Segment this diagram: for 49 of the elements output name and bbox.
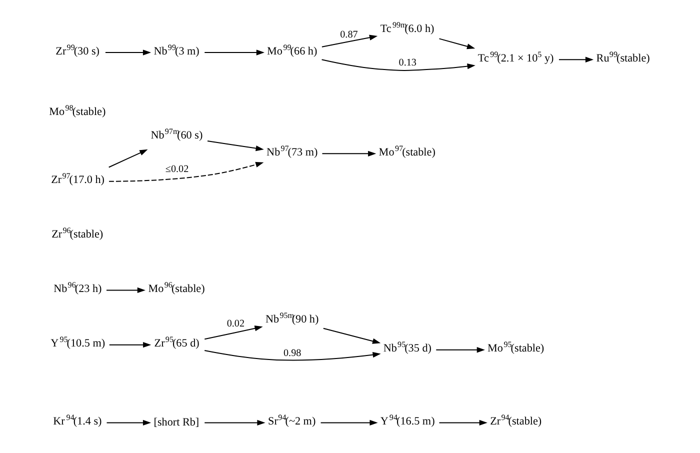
node-text: [short Rb] xyxy=(154,416,200,429)
node-text: Y$^{94}$(16.5 m) xyxy=(380,413,435,428)
node-text: Kr$^{94}$(1.4 s) xyxy=(53,413,102,428)
arrow xyxy=(322,150,376,157)
arrow xyxy=(558,56,594,62)
node-text: Tc$^{99}$(2.1 × 10$^{5}$ y) xyxy=(478,50,554,64)
arrow xyxy=(439,38,476,50)
node-text: Zr$^{95}$(65 d) xyxy=(154,335,200,350)
arrow xyxy=(436,347,485,353)
node-text: Ru$^{99}$(stable) xyxy=(596,50,650,64)
node-text: Nb$^{97}$(73 m) xyxy=(266,144,318,158)
arrow xyxy=(108,149,148,168)
node-text: Mo$^{99}$(66 h) xyxy=(267,42,318,58)
node-text: Nb$^{95}$(35 d) xyxy=(383,340,432,355)
node-text: Nb$^{97m}$(60 s) xyxy=(150,126,203,142)
arrow xyxy=(323,328,381,344)
edge-label: 0.87 xyxy=(340,29,358,40)
node-text: Mo$^{95}$(stable) xyxy=(488,340,544,355)
edge-label: 0.13 xyxy=(398,58,417,69)
edge-label: 0.02 xyxy=(226,318,245,330)
arrow xyxy=(322,59,476,71)
node-text: Nb$^{95m}$(90 h) xyxy=(266,310,319,326)
node-text: Zr$^{99}$(30 s) xyxy=(56,42,100,58)
arrow xyxy=(207,140,264,152)
edge-label: ≤0.02 xyxy=(165,164,189,175)
arrow xyxy=(204,350,381,361)
node-text: Y$^{95}$(10.5 m) xyxy=(50,335,106,350)
node-text: Mo$^{96}$(stable) xyxy=(148,280,205,296)
arrow xyxy=(439,420,488,426)
edge-label: 0.98 xyxy=(283,348,302,359)
node-text: Mo$^{97}$(stable) xyxy=(378,144,436,158)
node-text: Sr$^{94}$(~2 m) xyxy=(268,413,316,428)
arrow xyxy=(204,50,264,56)
arrow xyxy=(106,420,152,426)
arrow xyxy=(109,342,152,348)
node-text: Zr$^{96}$(stable) xyxy=(52,226,104,240)
arrow xyxy=(106,287,146,294)
node-text: Nb$^{99}$(3 m) xyxy=(154,42,200,58)
node-text: Mo$^{98}$(stable) xyxy=(49,104,106,118)
node-text: Zr$^{97}$(17.0 h) xyxy=(51,171,105,186)
node-text: Nb$^{96}$(23 h) xyxy=(54,280,102,296)
arrow xyxy=(320,420,378,426)
arrow xyxy=(204,420,266,426)
arrow xyxy=(109,162,264,182)
arrow xyxy=(322,34,378,48)
arrow xyxy=(204,326,263,340)
arrow xyxy=(105,50,152,56)
node-text: Tc$^{99m}$(6.0 h) xyxy=(380,20,434,36)
node-text: Zr$^{94}$(stable) xyxy=(490,413,542,428)
